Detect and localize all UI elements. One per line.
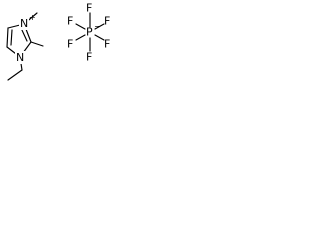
f-atom-label-upper-left: F [67, 15, 73, 28]
bond-c4-c5-double-inner [10, 29, 13, 46]
f-atom-label-lower-left: F [67, 38, 73, 51]
structure-canvas: N + N P − F F F F F F [0, 0, 116, 85]
n-atom-label-bg [15, 51, 25, 64]
imidazolium-cation: N + N [6, 12, 44, 81]
f-atom-label-bottom: F [86, 51, 92, 64]
f-atom-label-top: F [86, 2, 92, 15]
bond-p-f-upper-left [75, 23, 86, 30]
bond-p-f-upper-right [94, 23, 105, 30]
p-atom-label: P [86, 26, 93, 39]
bond-n3-c2-double-inner [20, 27, 28, 42]
bond-c2-methyl [30, 41, 44, 47]
bond-p-f-lower-left [75, 34, 86, 41]
bond-p-f-lower-right [94, 34, 105, 41]
n-plus-atom-label: N [20, 17, 28, 30]
bond-ethyl-ch2-ch3 [7, 69, 23, 81]
f-atom-label-lower-right: F [104, 38, 110, 51]
f-atom-label-upper-right: F [104, 15, 110, 28]
n-plus-label-bg [19, 17, 29, 30]
chemical-structure-drawing: N + N P − F F F F F F [6, 2, 110, 81]
n-plus-charge-label: + [29, 13, 36, 22]
bond-c5-c4 [6, 27, 9, 48]
hexafluorophosphate-anion: P − F F F F F F [67, 2, 110, 64]
p-charge-label: − [94, 22, 101, 31]
n-atom-label: N [16, 51, 24, 64]
